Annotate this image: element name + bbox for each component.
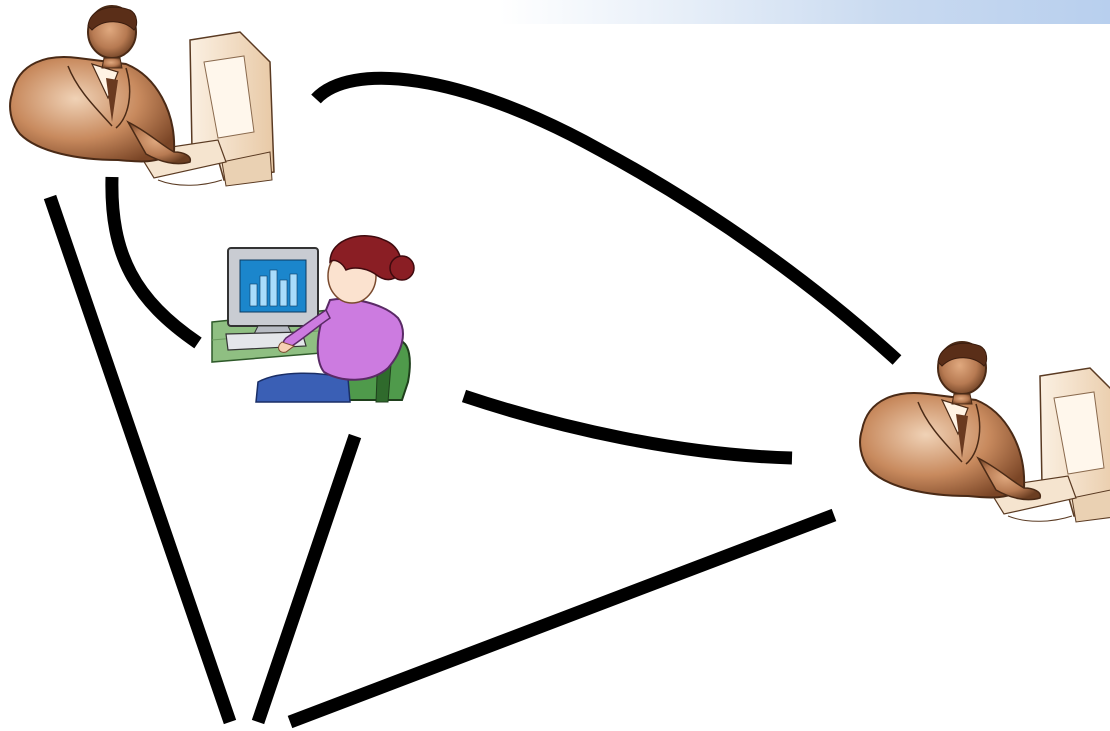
connector-top-left-to-bottom: [50, 197, 230, 722]
connector-top-left-to-woman: [112, 177, 198, 343]
connector-lines: [50, 78, 897, 722]
woman-at-computer-icon: [212, 236, 414, 402]
connector-top-left-to-right: [316, 78, 897, 360]
man-at-computer-icon: [860, 342, 1110, 522]
connector-right-to-bottom: [290, 515, 834, 722]
man-at-computer-icon: [10, 6, 274, 186]
connector-woman-to-bottom: [258, 436, 355, 722]
connector-woman-to-right: [464, 396, 792, 458]
